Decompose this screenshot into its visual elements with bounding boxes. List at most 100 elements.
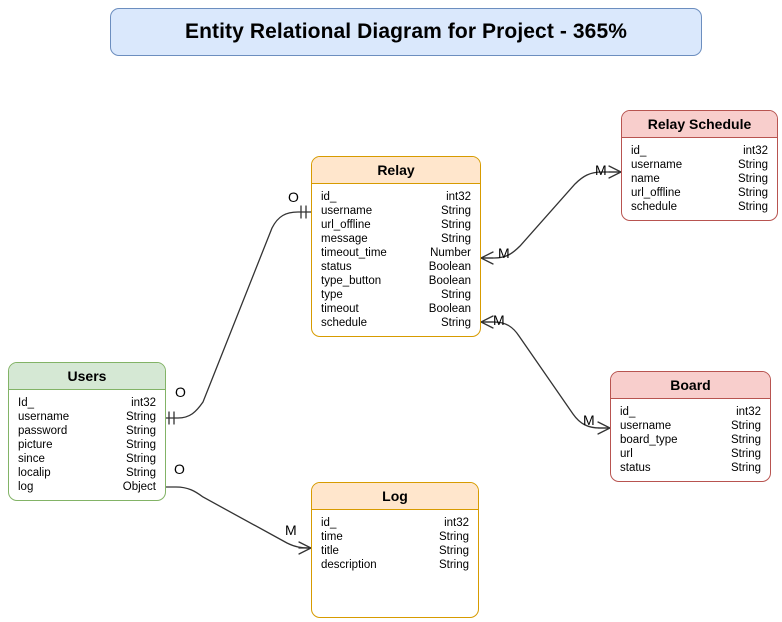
field-name: schedule [631, 201, 678, 213]
field-type: int32 [446, 191, 471, 203]
entity-log-fields: id_ int32 time String title String descr… [312, 510, 478, 578]
table-row: username String [631, 158, 768, 172]
field-type: String [125, 453, 156, 465]
field-name: since [18, 453, 45, 465]
table-row: id_ int32 [631, 144, 768, 158]
entity-users[interactable]: Users Id_ int32 username String password… [8, 362, 166, 501]
field-type: String [440, 205, 471, 217]
entity-relay-schedule[interactable]: Relay Schedule id_ int32 username String… [621, 110, 778, 221]
field-type: String [438, 545, 469, 557]
field-name: id_ [620, 406, 636, 418]
cardinality-label-relay-board-near: M [493, 312, 505, 328]
diagram-title-box: Entity Relational Diagram for Project - … [110, 8, 702, 56]
table-row: picture String [18, 438, 156, 452]
field-name: id_ [321, 517, 337, 529]
field-name: status [321, 261, 352, 273]
field-name: username [18, 411, 70, 423]
cardinality-label-users-log-near: O [174, 461, 185, 477]
table-row: type String [321, 288, 471, 302]
entity-relay-schedule-title: Relay Schedule [622, 111, 777, 138]
entity-board-title: Board [611, 372, 770, 399]
table-row: log Object [18, 480, 156, 494]
table-row: username String [321, 204, 471, 218]
entity-log-title: Log [312, 483, 478, 510]
field-name: timeout [321, 303, 359, 315]
field-name: message [321, 233, 368, 245]
entity-relay-title: Relay [312, 157, 480, 184]
field-name: title [321, 545, 339, 557]
field-name: url_offline [631, 187, 681, 199]
table-row: password String [18, 424, 156, 438]
entity-board-fields: id_ int32 username String board_type Str… [611, 399, 770, 481]
field-name: id_ [321, 191, 337, 203]
entity-log[interactable]: Log id_ int32 time String title String d… [311, 482, 479, 618]
field-type: int32 [444, 517, 469, 529]
field-name: board_type [620, 434, 678, 446]
field-name: timeout_time [321, 247, 387, 259]
page-title: Entity Relational Diagram for Project - … [184, 20, 628, 43]
field-type: String [440, 317, 471, 329]
entity-users-fields: Id_ int32 username String password Strin… [9, 390, 165, 500]
table-row: timeout Boolean [321, 302, 471, 316]
field-type: String [730, 434, 761, 446]
table-row: type_button Boolean [321, 274, 471, 288]
field-type: String [125, 439, 156, 451]
field-type: int32 [131, 397, 156, 409]
table-row: url_offline String [321, 218, 471, 232]
entity-relay-fields: id_ int32 username String url_offline St… [312, 184, 480, 336]
field-name: url_offline [321, 219, 371, 231]
field-name: password [18, 425, 68, 437]
field-type: String [440, 219, 471, 231]
entity-board[interactable]: Board id_ int32 username String board_ty… [610, 371, 771, 482]
table-row: url_offline String [631, 186, 768, 200]
field-type: String [125, 425, 156, 437]
field-name: Id_ [18, 397, 34, 409]
entity-relay[interactable]: Relay id_ int32 username String url_offl… [311, 156, 481, 337]
field-type: String [730, 448, 761, 460]
entity-users-title: Users [9, 363, 165, 390]
edge-users-relay [165, 205, 312, 425]
field-name: url [620, 448, 633, 460]
cardinality-label-relay-schedule-far: M [595, 162, 607, 178]
table-row: id_ int32 [321, 516, 469, 530]
table-row: localip String [18, 466, 156, 480]
entity-relay-schedule-fields: id_ int32 username String name String ur… [622, 138, 777, 220]
cardinality-label-users-log-far: M [285, 522, 297, 538]
field-name: username [321, 205, 373, 217]
field-name: id_ [631, 145, 647, 157]
field-type: String [438, 531, 469, 543]
table-row: username String [18, 410, 156, 424]
table-row: Id_ int32 [18, 396, 156, 410]
field-type: int32 [736, 406, 761, 418]
table-row: schedule String [631, 200, 768, 214]
table-row: timeout_time Number [321, 246, 471, 260]
table-row: since String [18, 452, 156, 466]
field-name: type_button [321, 275, 382, 287]
table-row: status Boolean [321, 260, 471, 274]
field-name: log [18, 481, 34, 493]
field-name: localip [18, 467, 51, 479]
table-row: time String [321, 530, 469, 544]
field-type: String [125, 467, 156, 479]
field-type: String [440, 289, 471, 301]
table-row: url String [620, 447, 761, 461]
field-name: type [321, 289, 343, 301]
table-row: schedule String [321, 316, 471, 330]
field-type: int32 [743, 145, 768, 157]
field-type: String [730, 462, 761, 474]
field-type: String [737, 187, 768, 199]
field-name: status [620, 462, 651, 474]
cardinality-label-users-relay-near: O [175, 384, 186, 400]
field-type: String [730, 420, 761, 432]
cardinality-label-relay-schedule-near: M [498, 245, 510, 261]
field-type: Boolean [428, 303, 471, 315]
field-type: Number [430, 247, 471, 259]
table-row: username String [620, 419, 761, 433]
field-name: username [631, 159, 683, 171]
field-type: String [438, 559, 469, 571]
table-row: message String [321, 232, 471, 246]
field-type: String [737, 201, 768, 213]
field-type: Object [122, 481, 156, 493]
field-name: picture [18, 439, 53, 451]
